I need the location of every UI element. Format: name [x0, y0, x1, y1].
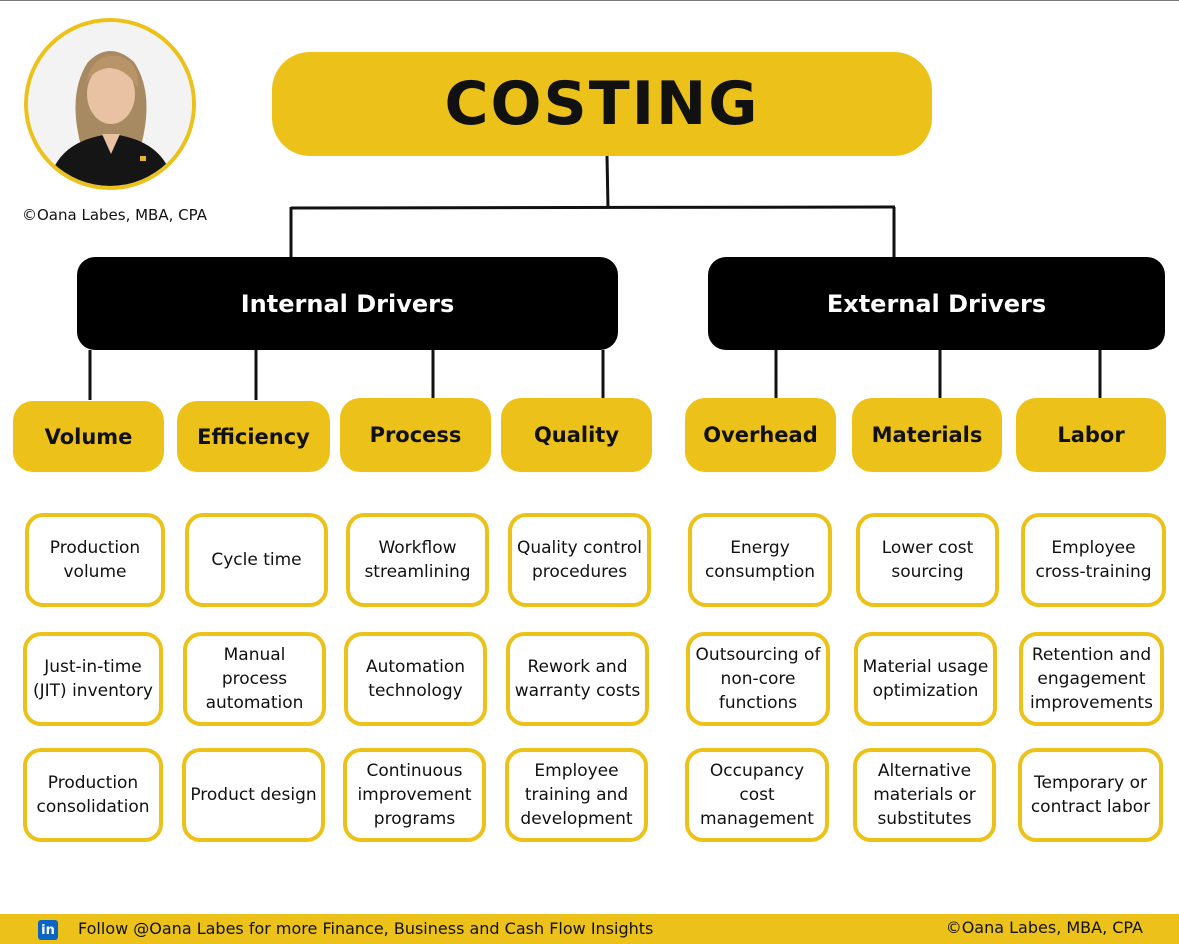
- item-outsourcing: Outsourcing of non-core functions: [686, 632, 830, 726]
- item-label: Rework and warranty costs: [514, 657, 641, 701]
- item-energy-consumption: Energy consumption: [688, 513, 832, 607]
- author-credit: ©Oana Labes, MBA, CPA: [22, 206, 207, 224]
- item-label: Occupancy cost management: [700, 761, 814, 829]
- item-label: Temporary or contract labor: [1030, 773, 1151, 817]
- internal-drivers-box: Internal Drivers: [77, 257, 618, 350]
- item-label: Automation technology: [365, 657, 465, 701]
- connector-horizontal: [290, 205, 896, 210]
- item-production-consolidation: Production consolidation: [23, 748, 163, 842]
- item-label: Production consolidation: [36, 773, 150, 817]
- category-process-label: Process: [369, 423, 462, 447]
- internal-drivers-label: Internal Drivers: [240, 289, 455, 318]
- item-label: Product design: [190, 785, 317, 805]
- category-volume-label: Volume: [44, 424, 133, 449]
- item-production-volume: Production volume: [25, 513, 165, 607]
- category-labor: Labor: [1016, 398, 1166, 472]
- item-occupancy-cost: Occupancy cost management: [685, 748, 829, 842]
- item-label: Outsourcing of non-core functions: [695, 645, 821, 713]
- author-photo-icon: [28, 22, 192, 186]
- category-volume: Volume: [13, 401, 164, 472]
- item-label: Energy consumption: [704, 538, 816, 582]
- item-quality-control: Quality control procedures: [508, 513, 651, 607]
- item-retention-engagement: Retention and engagement improvements: [1019, 632, 1164, 726]
- item-alternative-materials: Alternative materials or substitutes: [853, 748, 996, 842]
- item-label: Quality control procedures: [516, 538, 643, 582]
- footer-credit: ©Oana Labes, MBA, CPA: [945, 918, 1143, 937]
- item-temporary-labor: Temporary or contract labor: [1018, 748, 1163, 842]
- category-efficiency: Efficiency: [177, 401, 330, 472]
- item-label: Material usage optimization: [862, 657, 989, 701]
- category-efficiency-label: Efficiency: [197, 424, 310, 449]
- item-jit-inventory: Just-in-time (JIT) inventory: [23, 632, 163, 726]
- item-employee-training: Employee training and development: [505, 748, 648, 842]
- item-material-usage: Material usage optimization: [854, 632, 997, 726]
- item-manual-process-automation: Manual process automation: [183, 632, 326, 726]
- item-label: Employee training and development: [520, 761, 633, 829]
- item-cycle-time: Cycle time: [185, 513, 328, 607]
- item-lower-cost-sourcing: Lower cost sourcing: [856, 513, 999, 607]
- category-process: Process: [340, 398, 491, 472]
- category-materials-label: Materials: [871, 423, 983, 447]
- item-label: Lower cost sourcing: [881, 538, 974, 582]
- category-quality: Quality: [501, 398, 652, 472]
- category-labor-label: Labor: [1057, 423, 1125, 447]
- category-overhead-label: Overhead: [703, 423, 818, 447]
- footer-follow-text: Follow @Oana Labes for more Finance, Bus…: [78, 919, 654, 938]
- footer-bar: in Follow @Oana Labes for more Finance, …: [0, 914, 1179, 944]
- item-label: Employee cross-training: [1035, 538, 1152, 582]
- page-title: COSTING: [444, 69, 760, 139]
- item-label: Continuous improvement programs: [357, 761, 472, 829]
- item-automation-technology: Automation technology: [344, 632, 487, 726]
- item-workflow-streamlining: Workflow streamlining: [346, 513, 489, 607]
- item-product-design: Product design: [182, 748, 325, 842]
- author-portrait: [24, 18, 196, 190]
- item-continuous-improvement: Continuous improvement programs: [343, 748, 486, 842]
- item-label: Workflow streamlining: [364, 538, 471, 582]
- linkedin-icon[interactable]: in: [38, 920, 58, 940]
- item-label: Cycle time: [211, 550, 302, 570]
- category-materials: Materials: [852, 398, 1002, 472]
- item-label: Production volume: [49, 538, 141, 582]
- title-box: COSTING: [272, 52, 932, 156]
- item-rework-warranty: Rework and warranty costs: [506, 632, 649, 726]
- item-label: Manual process automation: [205, 645, 304, 713]
- item-label: Alternative materials or substitutes: [873, 761, 976, 829]
- connector-title-stem: [605, 155, 610, 209]
- category-quality-label: Quality: [533, 423, 620, 447]
- item-employee-cross-training: Employee cross-training: [1021, 513, 1166, 607]
- top-divider: [0, 0, 1179, 1]
- external-drivers-box: External Drivers: [708, 257, 1165, 350]
- item-label: Just-in-time (JIT) inventory: [33, 657, 153, 701]
- external-drivers-label: External Drivers: [826, 289, 1047, 318]
- item-label: Retention and engagement improvements: [1030, 645, 1153, 713]
- category-overhead: Overhead: [685, 398, 836, 472]
